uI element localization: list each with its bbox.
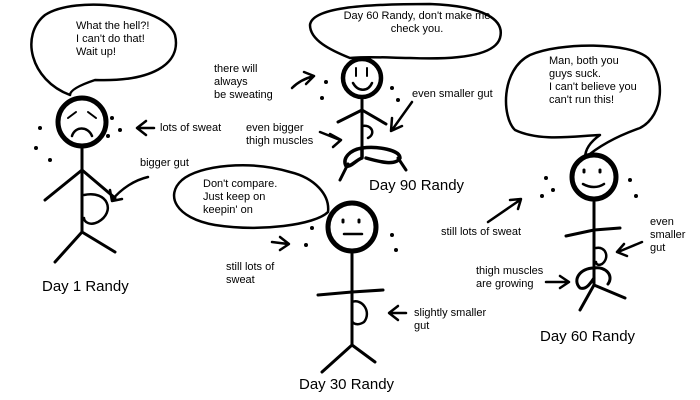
note-line: still lots of [226,261,275,273]
day30-sweat-note: still lots of sweat [226,261,274,287]
day60-sweat-note: still lots of sweat [441,226,522,238]
day60-arrows [486,197,644,290]
day1-face [67,111,97,138]
day60-speech-line: can't run this! [549,94,615,106]
day1-arrows [108,119,156,203]
day1-sweat-note: lots of sweat [160,122,222,134]
day1-speech-bubble [30,3,178,97]
day90-speech-text: Day 60 Randy, don't make me check you. [322,10,512,36]
day60-face [581,168,606,189]
day60-speech-line: Man, both you [549,55,619,67]
note-line: smaller [650,229,686,241]
day30-sweat-drops [304,226,398,252]
day90-speech-line: check you. [390,23,444,35]
note-line: slightly smaller [414,307,487,319]
note-line: always [214,76,248,88]
note-line: thigh muscles [476,265,544,277]
day60-randy-figure [564,152,627,312]
day30-speech-line: Just keep on [203,191,266,203]
day60-thigh-note: thigh muscles are growing [476,265,543,291]
day90-face [351,67,374,91]
note-line: be sweating [214,89,273,101]
note-line: sweat [226,274,255,286]
day60-speech-line: I can't believe you [549,81,637,93]
day1-caption: Day 1 Randy [42,278,129,295]
note-line: even bigger [246,122,304,134]
day60-sweat-drops [540,176,638,198]
day1-sweat-drops [34,116,122,162]
day30-gut-note: slightly smaller gut [414,307,486,333]
day90-speech-bubble [308,2,502,60]
day1-randy-figure [43,95,117,264]
day1-speech-text: What the hell?! I can't do that! Wait up… [76,20,149,59]
note-line: thigh muscles [246,135,314,147]
note-line: there will [214,63,258,75]
day90-gut-note: even smaller gut [412,88,493,100]
day30-speech-line: keepin' on [203,204,253,216]
day30-speech-bubble [172,164,330,230]
day30-speech-text: Don't compare. Just keep on keepin' on [203,178,277,217]
day60-caption: Day 60 Randy [540,328,636,345]
note-line: gut [650,242,666,254]
sweating-always-note: there will always be sweating [214,63,273,102]
day30-randy-figure [316,200,385,374]
day1-speech-line: Wait up! [76,46,116,58]
note-line: even [650,216,674,228]
day30-arrows [270,235,408,322]
day1-speech-line: What the hell?! [76,20,150,32]
day1-gut-note: bigger gut [140,157,189,169]
day60-speech-bubble [504,44,661,160]
day90-caption: Day 90 Randy [369,177,465,194]
day1-speech-line: I can't do that! [76,33,145,45]
day90-speech-line: Day 60 Randy, don't make me [343,10,491,22]
day60-gut-note: even smaller gut [650,216,685,255]
day60-speech-line: guys suck. [549,68,601,80]
day30-face [341,218,364,236]
day30-speech-line: Don't compare. [203,178,278,190]
note-line: are growing [476,278,534,290]
note-line: gut [414,320,430,332]
day60-speech-text: Man, both you guys suck. I can't believe… [549,55,637,107]
day90-thigh-note: even bigger thigh muscles [246,122,313,148]
day30-caption: Day 30 Randy [299,376,395,393]
day90-sweat-drops [320,80,400,102]
day90-arrows [290,70,414,149]
day90-randy-figure [336,56,408,182]
